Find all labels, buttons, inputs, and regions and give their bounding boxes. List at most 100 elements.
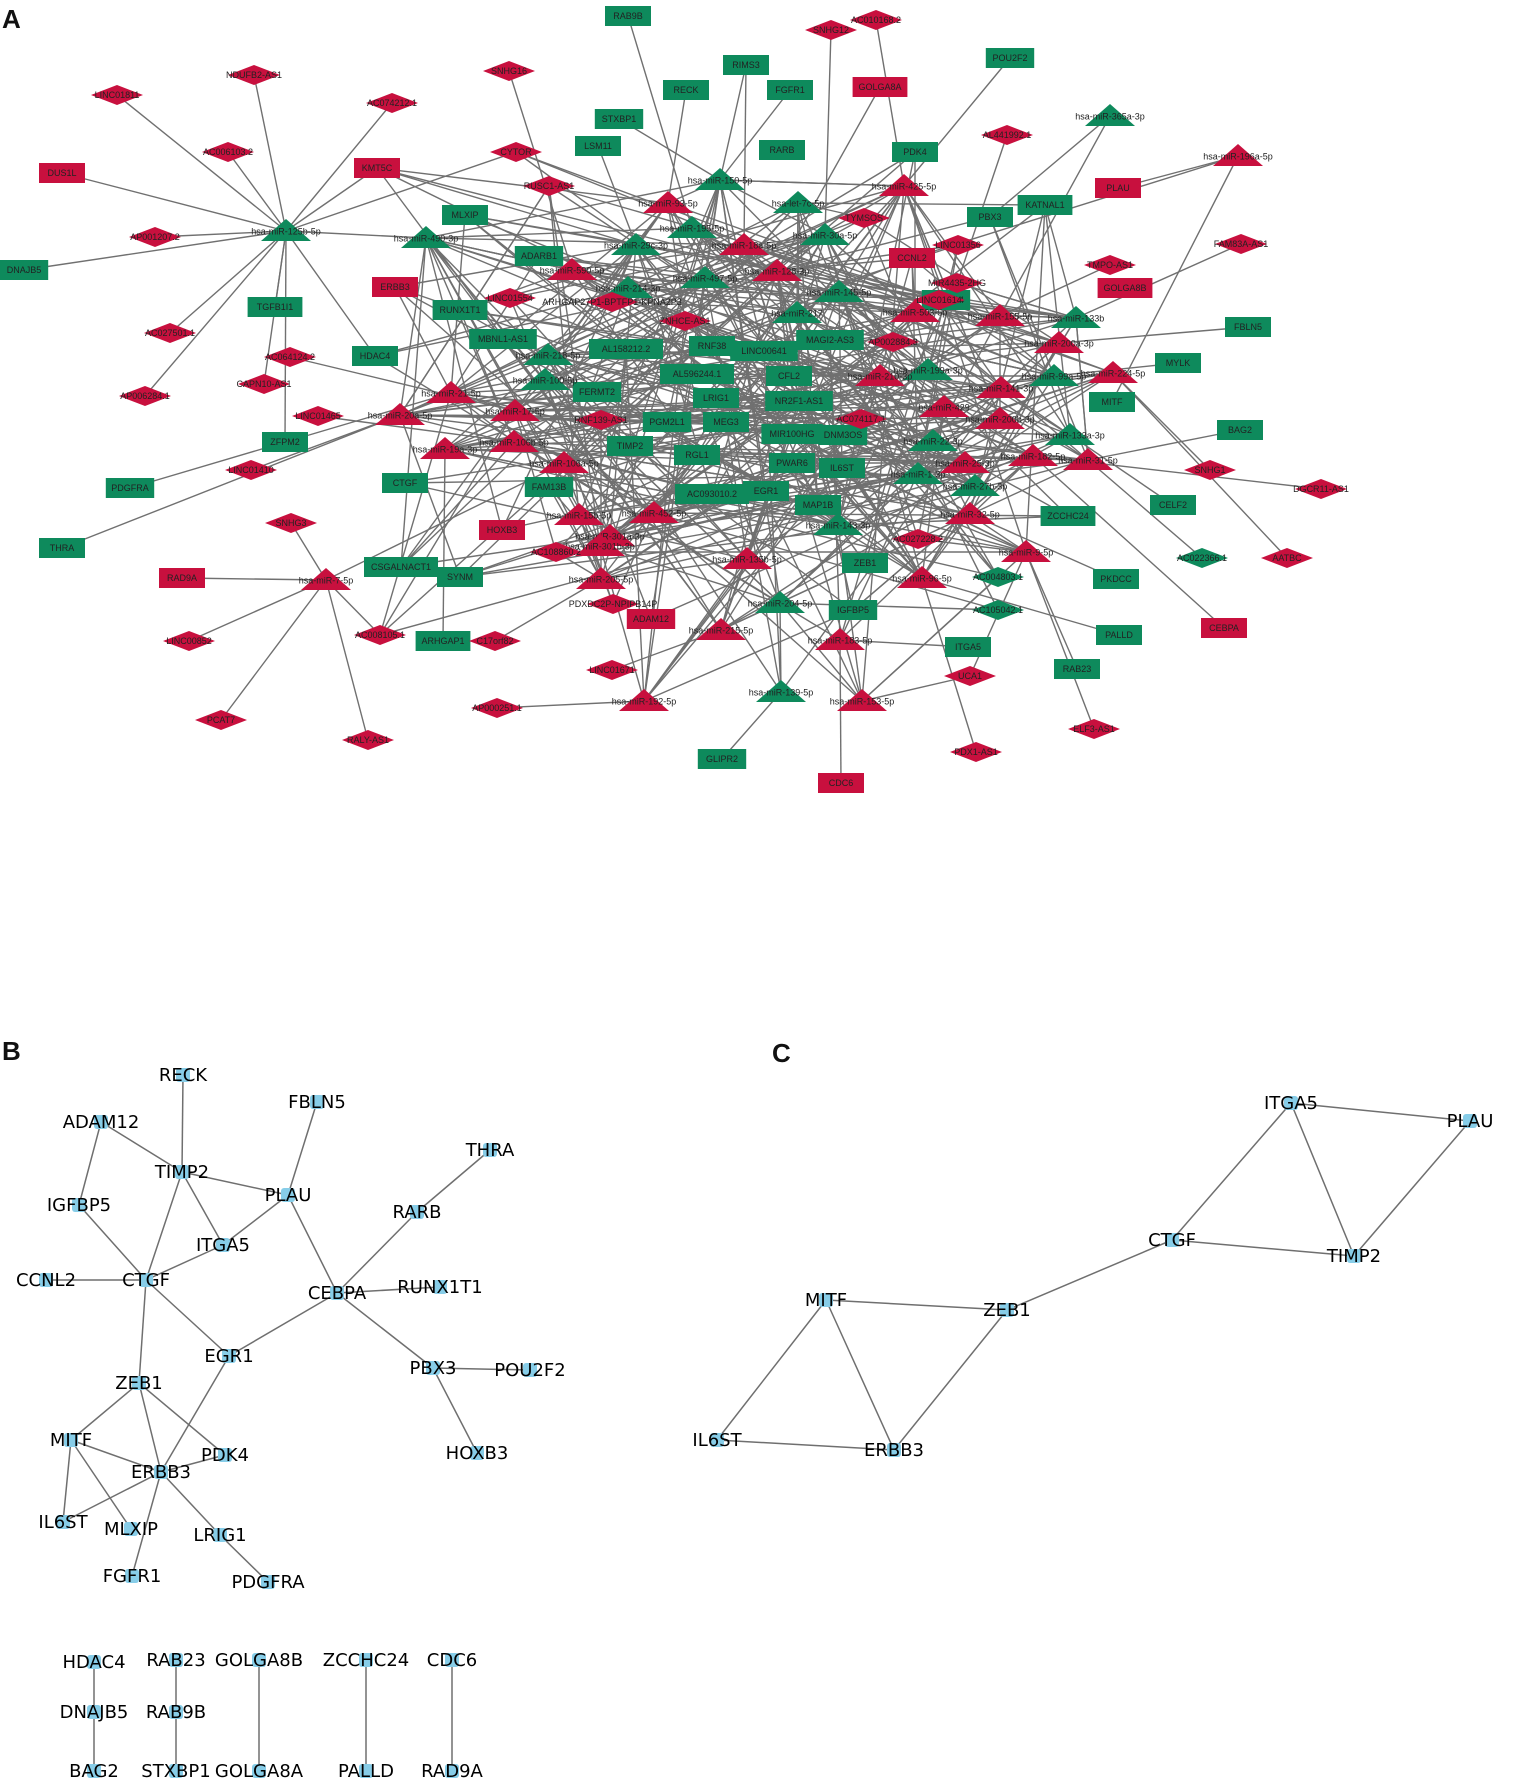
node-hsa-mir-182-5p[interactable]: hsa-miR-182-5p [1001,444,1066,466]
node-cytor[interactable]: CYTOR [490,142,542,162]
node-al441992-1[interactable]: AL441992.1 [981,125,1033,145]
node-hsa-mir-99a-5p[interactable]: hsa-miR-99a-5p [1022,364,1087,386]
node-runx1t1[interactable]: RUNX1T1 [397,1277,482,1298]
node-hsa-mir-452-5p[interactable]: hsa-miR-452-5p [622,501,687,523]
node-mbnl1-as1[interactable]: MBNL1-AS1 [469,329,537,349]
node-hsa-mir-1-3p[interactable]: hsa-miR-1-3p [891,462,946,484]
node-hsa-mir-21-5p[interactable]: hsa-miR-21-5p [421,381,481,403]
node-csgalnact1[interactable]: CSGALNACT1 [364,557,438,577]
node-hsa-mir-497-5p[interactable]: hsa-miR-497-5p [673,266,738,288]
node-fermt2[interactable]: FERMT2 [572,382,622,402]
node-thra[interactable]: THRA [465,1140,515,1161]
node-hsa-mir-30a-5p[interactable]: hsa-miR-30a-5p [793,223,858,245]
node-lrig1[interactable]: LRIG1 [693,388,739,408]
node-linc01671[interactable]: LINC01671 [586,660,638,680]
node-il6st[interactable]: IL6ST [38,1512,88,1533]
node-znhce-as1[interactable]: ZNHCE-AS1 [659,311,711,331]
node-cfl2[interactable]: CFL2 [766,366,812,386]
node-cdc6[interactable]: CDC6 [427,1650,477,1671]
node-hdac4[interactable]: HDAC4 [352,346,398,366]
node-timp2[interactable]: TIMP2 [607,436,653,456]
node-pdk4[interactable]: PDK4 [892,142,938,162]
node-bag2[interactable]: BAG2 [69,1761,119,1780]
node-ctgf[interactable]: CTGF [1148,1230,1196,1251]
node-ap002884-3[interactable]: AP002884.3 [867,332,919,352]
node-mlxip[interactable]: MLXIP [442,205,488,225]
node-zeb1[interactable]: ZEB1 [115,1373,163,1394]
node-hsa-mir-204-5p[interactable]: hsa-miR-204-5p [748,591,813,613]
node-egr1[interactable]: EGR1 [743,481,789,501]
node-rab23[interactable]: RAB23 [146,1650,205,1671]
node-arhgap1[interactable]: ARHGAP1 [415,631,471,651]
node-hsa-mir-93-5p[interactable]: hsa-miR-93-5p [638,191,698,213]
node-linc01554[interactable]: LINC01554 [484,288,536,308]
node-tgfb1i1[interactable]: TGFB1I1 [247,297,303,317]
node-stxbp1[interactable]: STXBP1 [594,109,644,129]
node-ac027228-2[interactable]: AC027228.2 [892,529,944,549]
node-capn10-as1[interactable]: CAPN10-AS1 [236,374,292,394]
node-hsa-mir-365a-3p[interactable]: hsa-miR-365a-3p [1075,104,1145,126]
node-pdk4[interactable]: PDK4 [201,1445,249,1466]
node-hsa-mir-214-3p[interactable]: hsa-miR-214-3p [596,276,661,298]
node-rab9b[interactable]: RAB9B [605,6,651,26]
node-hsa-mir-32-5p[interactable]: hsa-miR-32-5p [940,502,1000,524]
node-golga8a[interactable]: GOLGA8A [215,1761,304,1780]
node-snhg3[interactable]: SNHG3 [265,513,317,533]
node-mylk[interactable]: MYLK [1155,353,1201,373]
node-palld[interactable]: PALLD [1096,625,1142,645]
node-ndufb2-as1[interactable]: NDUFB2-AS1 [226,65,282,85]
node-ap006284-1[interactable]: AP006284.1 [119,386,171,406]
node-igfbp5[interactable]: IGFBP5 [828,600,878,620]
node-fam13b[interactable]: FAM13B [524,477,574,497]
node-hsa-mir-218-5p[interactable]: hsa-miR-218-5p [516,343,581,365]
node-hsa-mir-9-5p[interactable]: hsa-miR-9-5p [999,540,1054,562]
node-linc01356[interactable]: LINC01356 [932,235,984,255]
node-rims3[interactable]: RIMS3 [723,55,769,75]
node-reck[interactable]: RECK [663,80,709,100]
node-meg3[interactable]: MEG3 [703,412,749,432]
node-hsa-mir-145-5p[interactable]: hsa-miR-145-5p [807,280,872,302]
node-arhgap27p1-bptfp1-kpna2p3[interactable]: ARHGAP27P1-BPTFP1-KPNA2P3 [542,292,682,312]
node-hsa-mir-106b-5p[interactable]: hsa-miR-106b-5p [479,430,549,452]
node-linc01410[interactable]: LINC01410 [225,460,277,480]
node-hsa-mir-183-5p[interactable]: hsa-miR-183-5p [808,628,873,650]
node-hsa-mir-215-5p[interactable]: hsa-miR-215-5p [689,618,754,640]
node-mitf[interactable]: MITF [1089,392,1135,412]
node-ac004803-1[interactable]: AC004803.1 [972,567,1024,587]
node-ac064124-2[interactable]: AC064124.2 [264,347,316,367]
node-linc01614[interactable]: LINC01614 [913,290,965,310]
node-hsa-mir-100-5p[interactable]: hsa-miR-100-5p [513,368,578,390]
node-aatbc[interactable]: AATBC [1261,548,1313,568]
node-pdgfra[interactable]: PDGFRA [231,1572,305,1593]
node-snhg12[interactable]: SNHG12 [805,20,857,40]
node-kmt5c[interactable]: KMT5C [354,158,400,178]
node-hsa-mir-17-5p[interactable]: hsa-miR-17-5p [485,399,545,421]
node-pbx3[interactable]: PBX3 [967,207,1013,227]
node-hsa-mir-210-3p[interactable]: hsa-miR-210-3p [848,364,913,386]
node-lrig1[interactable]: LRIG1 [193,1525,246,1546]
node-hoxb3[interactable]: HOXB3 [479,520,525,540]
node-hsa-mir-19a-3p[interactable]: hsa-miR-19a-3p [413,437,478,459]
node-fbln5[interactable]: FBLN5 [288,1092,346,1113]
node-hsa-mir-195-5p[interactable]: hsa-miR-195-5p [660,216,725,238]
node-hsa-mir-200b-3p[interactable]: hsa-miR-200b-3p [965,407,1035,429]
node-fam83a-as1[interactable]: FAM83A-AS1 [1214,234,1269,254]
node-elf3-as1[interactable]: ELF3-AS1 [1068,719,1120,739]
node-adam12[interactable]: ADAM12 [63,1112,140,1133]
node-cebpa[interactable]: CEBPA [308,1283,367,1304]
node-ctgf[interactable]: CTGF [382,473,428,493]
node-rarb[interactable]: RARB [393,1202,442,1223]
node-dgcr11-as1[interactable]: DGCR11-AS1 [1293,479,1349,499]
node-hsa-mir-27b-3p[interactable]: hsa-miR-27b-3p [943,474,1008,496]
node-raly-as1[interactable]: RALY-AS1 [342,730,394,750]
node-hsa-mir-133a-3p[interactable]: hsa-miR-133a-3p [1035,423,1105,445]
node-linc01465[interactable]: LINC01465 [292,406,344,426]
node-dnajb5[interactable]: DNAJB5 [0,260,49,280]
node-linc00641[interactable]: LINC00641 [730,341,798,361]
node-pdx1-as1[interactable]: PDX1-AS1 [950,742,1002,762]
node-nr2f1-as1[interactable]: NR2F1-AS1 [765,391,833,411]
node-zeb1[interactable]: ZEB1 [842,553,888,573]
node-palld[interactable]: PALLD [338,1761,394,1780]
node-hoxb3[interactable]: HOXB3 [446,1443,509,1464]
node-pcat7[interactable]: PCAT7 [195,710,247,730]
